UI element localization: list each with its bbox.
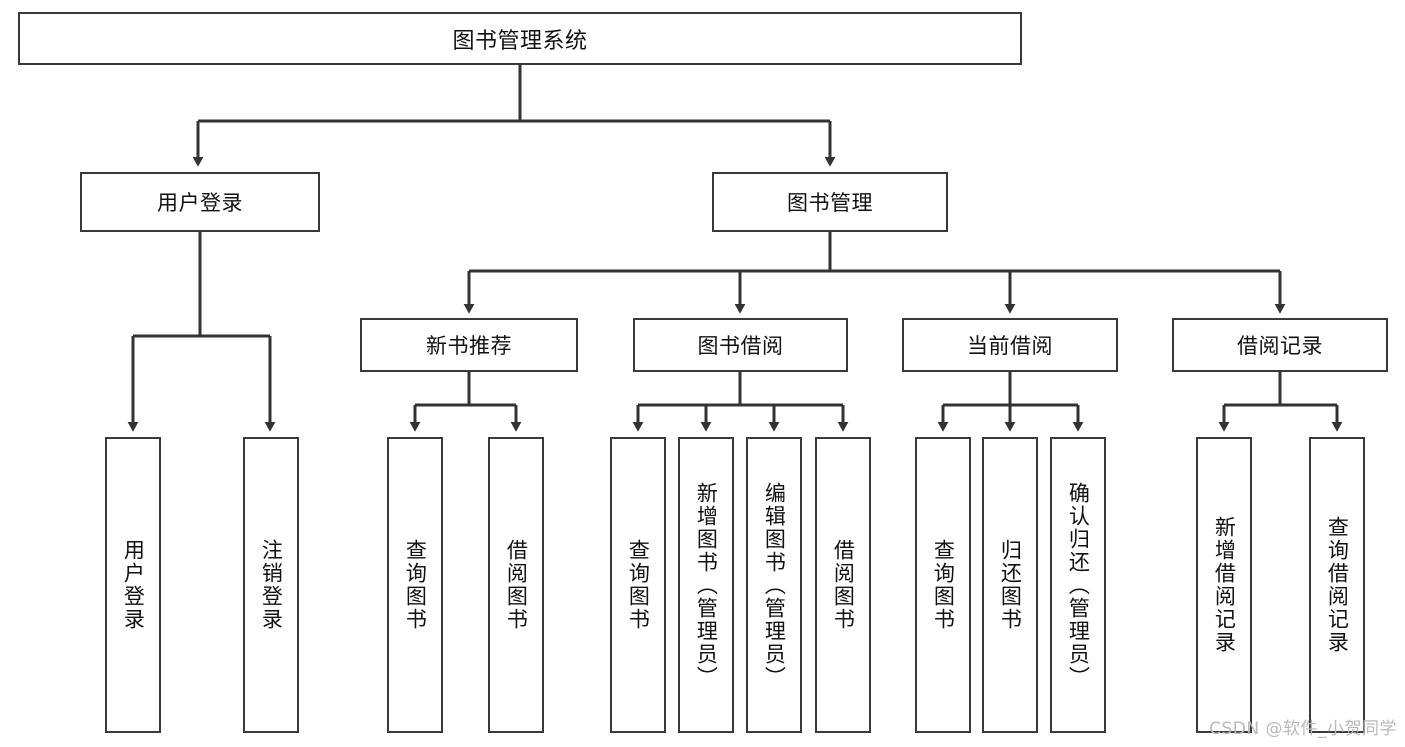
leaf-add-book-admin[interactable]: 新增图书（管理员） xyxy=(678,437,734,733)
leaf-label: 归还图书 xyxy=(998,539,1023,631)
node-book-management[interactable]: 图书管理 xyxy=(712,172,948,232)
node-user-login[interactable]: 用户登录 xyxy=(80,172,320,232)
leaf-label: 新增借阅记录 xyxy=(1212,516,1237,654)
leaf-label: 编辑图书（管理员） xyxy=(762,481,787,689)
node-book-borrow[interactable]: 图书借阅 xyxy=(633,318,848,372)
node-new-book-recommend[interactable]: 新书推荐 xyxy=(360,318,578,372)
node-borrow-record[interactable]: 借阅记录 xyxy=(1172,318,1388,372)
leaf-edit-book-admin[interactable]: 编辑图书（管理员） xyxy=(746,437,802,733)
node-current-borrow[interactable]: 当前借阅 xyxy=(902,318,1118,372)
leaf-label: 查询图书 xyxy=(626,539,651,631)
leaf-label: 用户登录 xyxy=(121,539,146,631)
leaf-query-book-recommend[interactable]: 查询图书 xyxy=(387,437,443,733)
leaf-borrow-book[interactable]: 借阅图书 xyxy=(815,437,871,733)
leaf-label: 查询借阅记录 xyxy=(1325,516,1350,654)
leaf-label: 查询图书 xyxy=(931,539,956,631)
node-root[interactable]: 图书管理系统 xyxy=(18,12,1022,65)
leaf-return-book[interactable]: 归还图书 xyxy=(982,437,1038,733)
leaf-user-login[interactable]: 用户登录 xyxy=(105,437,161,733)
leaf-confirm-return-admin[interactable]: 确认归还（管理员） xyxy=(1050,437,1106,733)
leaf-query-book-current[interactable]: 查询图书 xyxy=(915,437,971,733)
leaf-borrow-book-recommend[interactable]: 借阅图书 xyxy=(488,437,544,733)
watermark: CSDN @软件_小贺同学 xyxy=(1209,719,1397,739)
leaf-label: 查询图书 xyxy=(403,539,428,631)
leaf-add-borrow-record[interactable]: 新增借阅记录 xyxy=(1196,437,1252,733)
leaf-label: 注销登录 xyxy=(259,539,284,631)
leaf-logout[interactable]: 注销登录 xyxy=(243,437,299,733)
leaf-label: 借阅图书 xyxy=(831,539,856,631)
leaf-label: 新增图书（管理员） xyxy=(694,481,719,689)
leaf-query-borrow-record[interactable]: 查询借阅记录 xyxy=(1309,437,1365,733)
leaf-label: 借阅图书 xyxy=(504,539,529,631)
leaf-label: 确认归还（管理员） xyxy=(1066,481,1091,689)
leaf-query-book-borrow[interactable]: 查询图书 xyxy=(610,437,666,733)
